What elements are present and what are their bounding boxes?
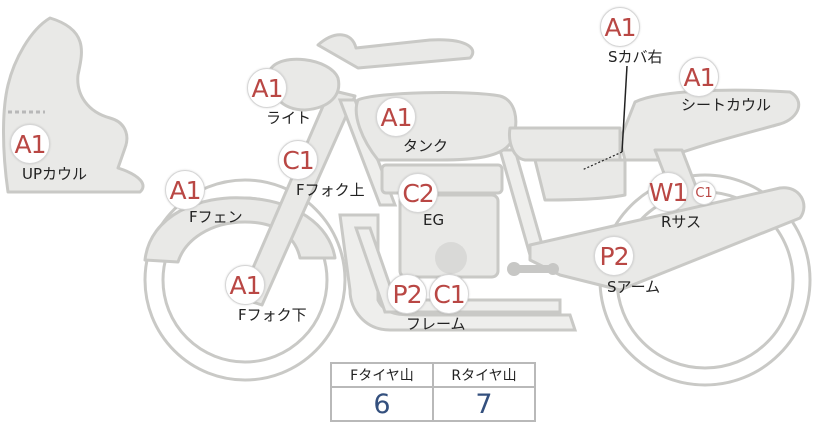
light-label: ライト [266, 109, 312, 127]
front-tire-tread-value: 6 [330, 386, 434, 422]
s-cover-right-grade: A1 [600, 7, 640, 47]
frame-grade: P2 [387, 274, 427, 314]
engine-grade: C2 [398, 173, 438, 213]
rear-suspension-label: Rサス [661, 213, 702, 231]
s-cover-right-label: Sカバ右 [608, 48, 663, 66]
front-fork-top-grade: C1 [278, 140, 318, 180]
seat-cowl-grade: A1 [679, 57, 719, 97]
front-fork-bottom-label: Fフォク下 [238, 306, 307, 324]
frame-grade-secondary: C1 [429, 274, 469, 314]
frame-label: フレーム [406, 315, 466, 333]
rear-tire-tread-value: 7 [432, 386, 536, 422]
front-fork-shape [238, 88, 357, 307]
front-fork-top-label: Fフォク上 [296, 181, 365, 199]
side-cover-shape [533, 158, 627, 202]
seat-cowl-label: シートカウル [681, 96, 772, 114]
seat-shape [508, 126, 622, 162]
tank-label: タンク [403, 137, 449, 155]
swing-arm-label: Sアーム [607, 278, 661, 296]
front-fork-bottom-grade: A1 [225, 265, 265, 305]
front-fender-label: Fフェン [189, 208, 243, 226]
seat-cowl-shape [618, 88, 801, 162]
front-tire-tread-header: Fタイヤ山 [330, 362, 434, 388]
tire-tread-table: Fタイヤ山 Rタイヤ山 6 7 [330, 362, 536, 422]
front-fender-grade: A1 [165, 170, 205, 210]
up-cowl-label: UPカウル [22, 165, 88, 183]
light-grade: A1 [247, 68, 287, 108]
engine-label: EG [423, 211, 445, 229]
rear-suspension-grade-secondary: C1 [692, 181, 716, 205]
swing-arm-grade: P2 [594, 236, 634, 276]
rear-suspension-grade: W1 [648, 172, 688, 212]
up-cowl-grade: A1 [10, 124, 50, 164]
front-wheel [143, 178, 347, 382]
tank-grade: A1 [376, 97, 416, 137]
rear-tire-tread-header: Rタイヤ山 [432, 362, 536, 388]
